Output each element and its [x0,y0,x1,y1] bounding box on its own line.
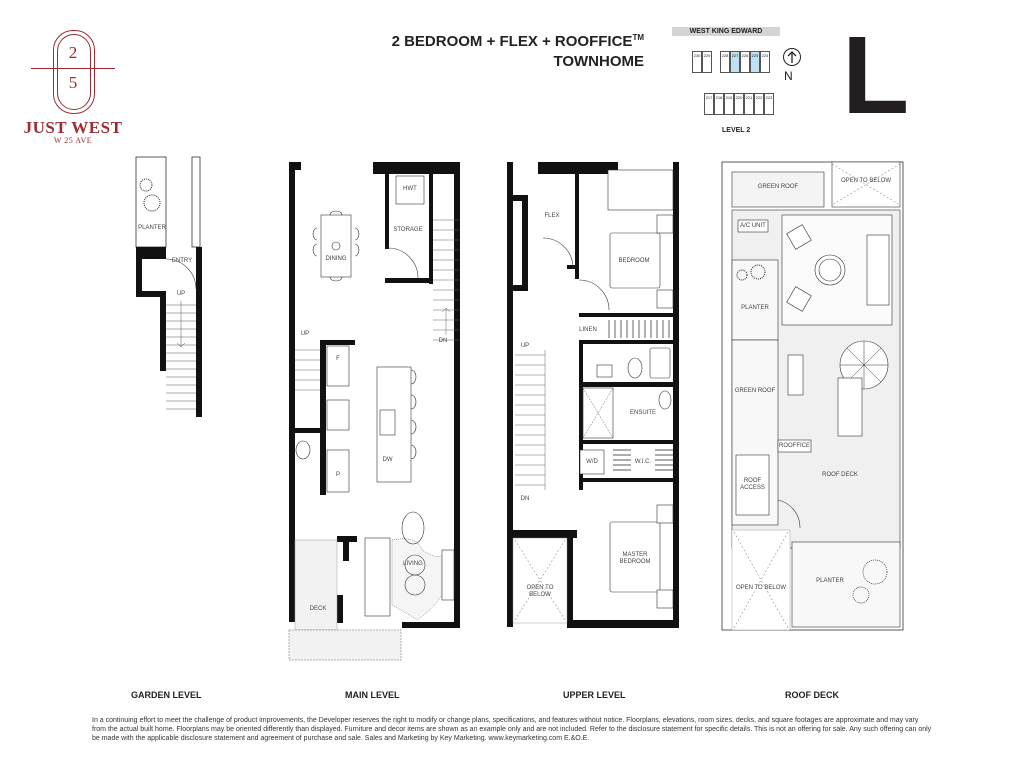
unit-223: 223 [764,93,774,115]
room-label-up: UP [176,291,186,297]
plan-title: 2 BEDROOM + FLEX + ROOFFICETM TOWNHOME [392,28,644,72]
room-label-up: UP [520,343,530,349]
room-label-pantry: P [335,472,340,478]
unit-225-highlighted: 225 [750,51,760,73]
room-label-fridge: F [336,356,340,362]
unit-227-highlighted: 227 [730,51,740,73]
garden-level-plan: PLANTER ENTRY UP [130,155,210,420]
room-label-hwt: HWT [403,186,417,192]
logo-numerator: 2 [68,43,78,62]
room-label-open-to-below: OPEN TO BELOW [526,585,554,598]
unit-226: 226 [740,51,750,73]
upper-level-plan: FLEX BEDROOM LINEN UP ENSUITE W/D W.I.C.… [505,160,683,630]
room-label-dining: DINING [325,256,347,262]
room-label-rooffice: ROOFFICE [779,443,810,449]
room-label-dn: DN [438,338,448,344]
room-label-dishwasher: DW [382,457,393,463]
room-label-bedroom: BEDROOM [618,258,650,264]
room-label-planter-bottom: PLANTER [816,578,844,584]
room-label-green-roof-side: GREEN ROOF [734,388,776,394]
unit-228: 228 [720,51,730,73]
unit-221: 221 [744,93,754,115]
room-label-ac-unit: A/C UNIT [740,223,766,229]
trademark: TM [632,33,644,42]
unit-220: 220 [734,93,744,115]
level-name-upper: UPPER LEVEL [563,690,626,700]
room-label-washer-dryer: W/D [586,459,598,465]
room-label-flex: FLEX [544,213,560,219]
room-label-entry: ENTRY [171,258,193,264]
room-label-deck: DECK [309,606,327,612]
level-name-garden: GARDEN LEVEL [131,690,202,700]
keyplan: WEST KING EDWARD 230 229 228 227 226 225… [672,27,822,137]
room-label-open-to-below-bottom: OPEN TO BELOW [735,585,787,591]
room-label-roof-access: ROOF ACCESS [740,478,765,491]
main-level-drawing [288,162,460,661]
main-level-plan: HWT STORAGE DINING UP DN F DW P LIVING D… [287,160,462,665]
brand-name: JUST WEST [23,118,123,137]
garden-level-drawing [135,156,202,417]
level-name-roof-deck: ROOF DECK [785,690,839,700]
logo-emblem [53,30,95,114]
unit-222: 222 [754,93,764,115]
room-label-planter: PLANTER [138,225,166,231]
unit-219: 219 [724,93,734,115]
room-label-planter-left: PLANTER [741,305,769,311]
room-label-storage: STORAGE [393,227,423,233]
brand-subtitle: W 25 AVE [53,136,93,145]
room-label-roof-deck: ROOF DECK [822,472,858,478]
street-label: WEST KING EDWARD [672,27,780,36]
room-label-up: UP [300,331,310,337]
logo-fraction-bar [31,68,115,69]
unit-218: 218 [714,93,724,115]
level-name-main: MAIN LEVEL [345,690,400,700]
north-arrow-icon [783,48,801,66]
roof-deck-drawing [721,161,904,631]
keyplan-level-label: LEVEL 2 [722,127,751,134]
title-line-1: 2 BEDROOM + FLEX + ROOFFICE [391,33,633,50]
room-label-ensuite: ENSUITE [629,410,656,416]
brand-logo: 2 5 JUST WEST W 25 AVE [18,28,128,145]
north-label: N [784,69,793,83]
unit-217: 217 [704,93,714,115]
room-label-living: LIVING [403,561,423,567]
unit-224: 224 [760,51,770,73]
room-label-walk-in-closet: W.I.C. [634,459,652,465]
logo-denominator: 5 [68,73,78,92]
room-label-linen: LINEN [579,327,597,333]
legal-disclaimer: In a continuing effort to meet the chall… [92,717,932,742]
unit-229: 229 [702,51,712,73]
plan-letter: L [842,14,910,137]
roof-deck-plan: GREEN ROOF OPEN TO BELOW A/C UNIT PLANTE… [720,160,905,635]
unit-230: 230 [692,51,702,73]
room-label-master-bedroom: MASTER BEDROOM [619,552,651,565]
room-label-open-to-below-top: OPEN TO BELOW [840,178,892,184]
upper-level-drawing [507,162,679,628]
title-line-2: TOWNHOME [553,53,644,70]
room-label-dn: DN [520,496,530,502]
room-label-green-roof-top: GREEN ROOF [757,184,799,190]
